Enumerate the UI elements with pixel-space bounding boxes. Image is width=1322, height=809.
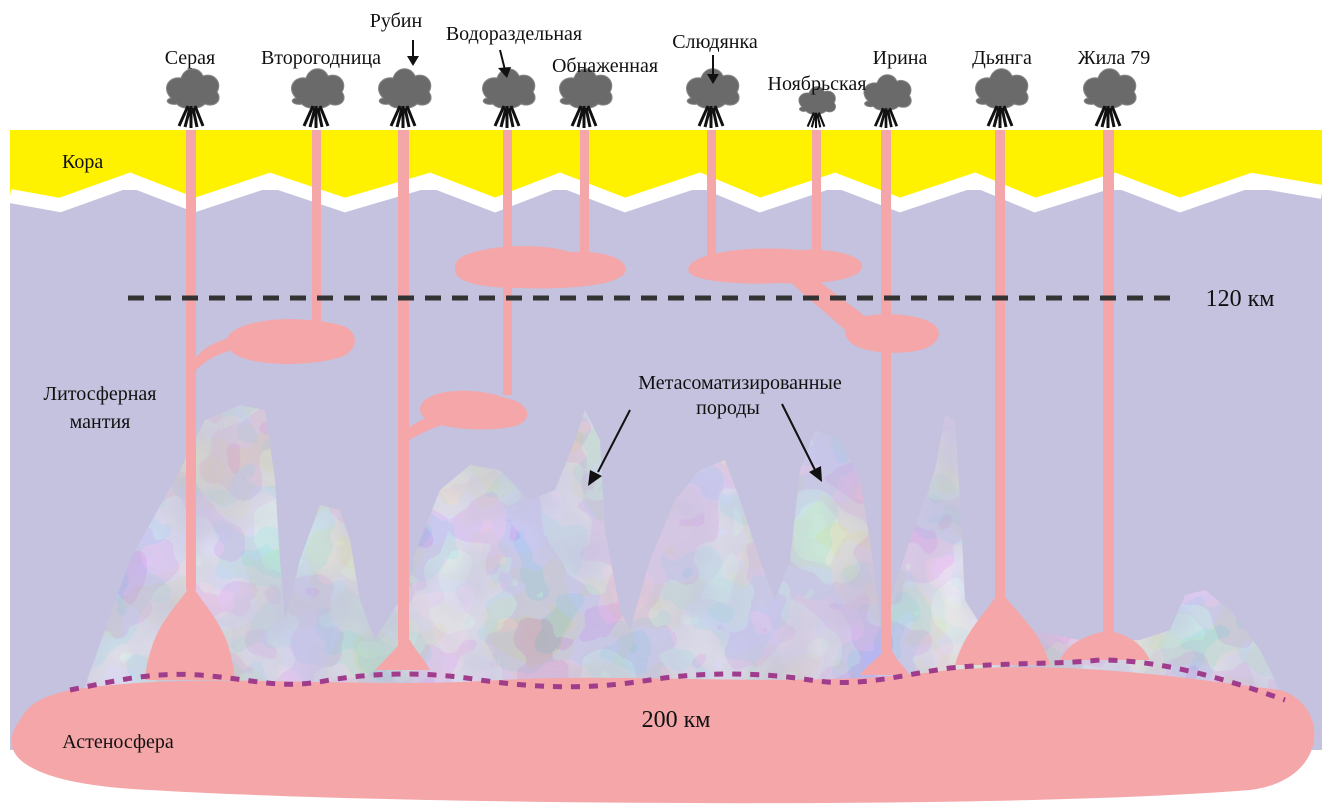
volcano-icon bbox=[975, 69, 1028, 128]
pipe-label-zhila79: Жила 79 bbox=[1078, 47, 1150, 69]
volcano-icons bbox=[166, 69, 1136, 128]
volcano-icon bbox=[166, 69, 219, 128]
asthenosphere bbox=[11, 667, 1314, 803]
pipe-label-noyabrskaya: Ноябрьская bbox=[768, 73, 867, 95]
lithospheric-mantle-label-1: Литосферная bbox=[44, 383, 157, 405]
asthenosphere-label: Астеносфера bbox=[62, 731, 174, 753]
lithospheric-mantle-label-2: мантия bbox=[70, 411, 131, 433]
crust-label: Кора bbox=[62, 151, 103, 173]
pipe-label-vtorogodnitsa: Второгодница bbox=[261, 47, 381, 69]
pipe-label-slyudyanka: Слюдянка bbox=[672, 31, 758, 53]
vodorazdelnaya-arrow bbox=[500, 50, 505, 70]
depth-label-200: 200 км bbox=[642, 707, 711, 733]
volcano-icon bbox=[1083, 69, 1136, 128]
pipe-label-obnazhennaya: Обнаженная bbox=[552, 55, 658, 77]
pipe-label-seraya: Серая bbox=[165, 47, 216, 69]
volcano-icon bbox=[291, 69, 344, 128]
volcano-icon bbox=[482, 69, 535, 128]
depth-label-120: 120 км bbox=[1206, 286, 1275, 312]
metasomatized-label-2: породы bbox=[696, 397, 760, 419]
volcano-icon bbox=[864, 75, 911, 128]
rubin-arrow-head bbox=[407, 56, 419, 66]
pipe-label-rubin: Рубин bbox=[370, 10, 423, 32]
pipe-label-irina: Ирина bbox=[873, 47, 928, 69]
volcano-icon bbox=[378, 69, 431, 128]
pipe-label-dyanga: Дьянга bbox=[972, 47, 1032, 69]
pipe-label-vodorazdelnaya: Водораздельная bbox=[446, 23, 582, 45]
metasomatized-label-1: Метасоматизированные bbox=[638, 372, 842, 394]
volcano-icon bbox=[559, 69, 612, 128]
